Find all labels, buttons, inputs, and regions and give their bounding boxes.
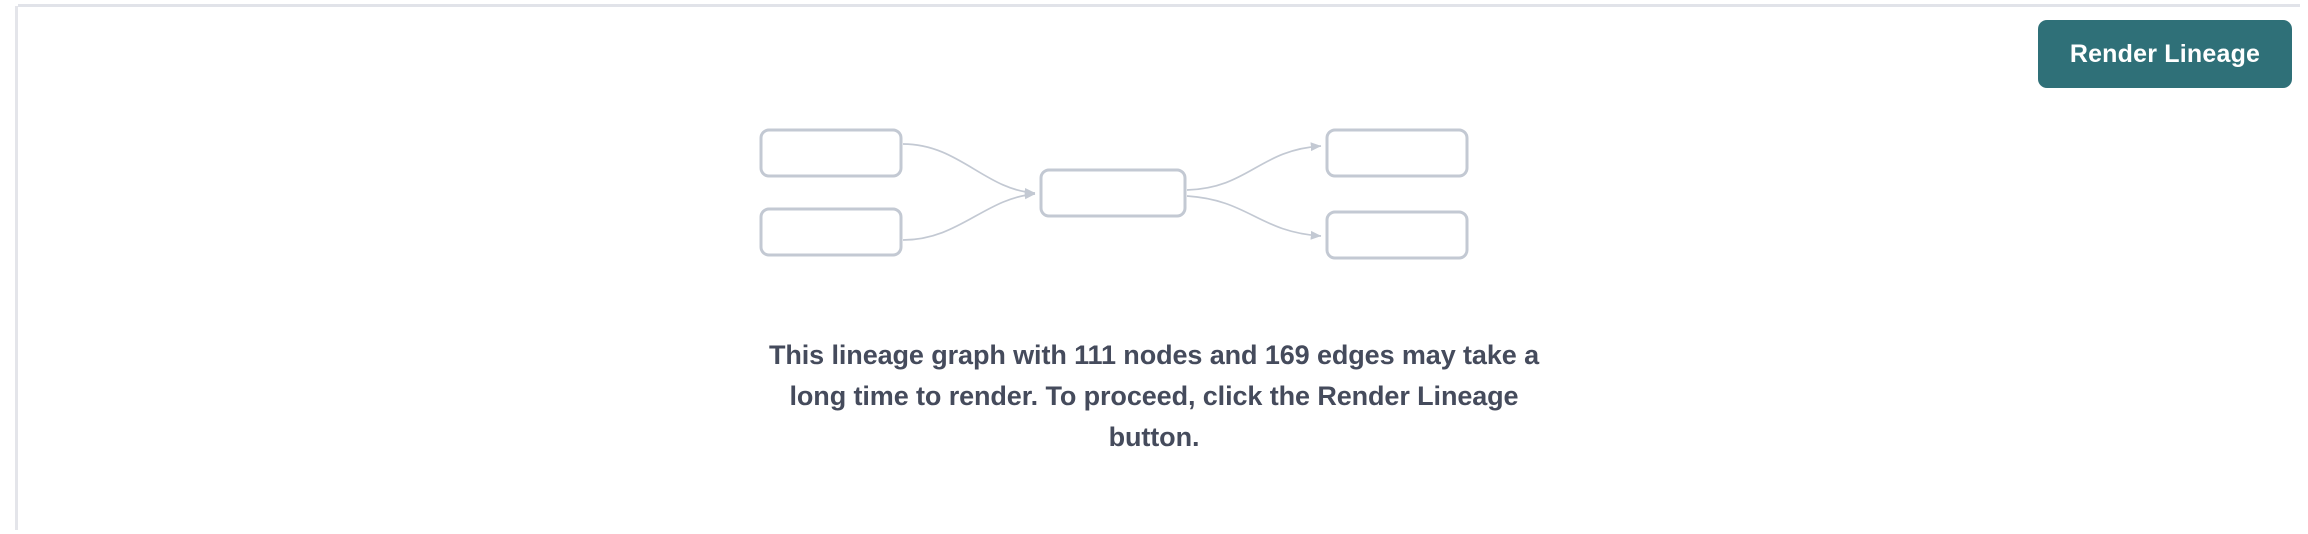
render-lineage-button[interactable]: Render Lineage xyxy=(2038,20,2292,88)
left-divider xyxy=(15,6,18,530)
graph-node-left-bottom xyxy=(759,207,903,257)
graph-node-right-bottom xyxy=(1325,210,1469,260)
graph-node-center xyxy=(1039,168,1187,218)
edge-left-bottom-to-center xyxy=(902,190,1036,241)
graph-nodes xyxy=(759,128,1469,260)
graph-node-right-top xyxy=(1325,128,1469,178)
render-lineage-button-label: Render Lineage xyxy=(2069,39,2261,68)
edge-center-to-right-bottom xyxy=(1186,195,1322,240)
lineage-graph-placeholder-illustration xyxy=(759,128,1469,260)
graph-node-left-top xyxy=(759,128,903,178)
lineage-warning-message: This lineage graph with 111 nodes and 16… xyxy=(769,340,1540,453)
top-divider xyxy=(18,4,2300,7)
graph-edges xyxy=(902,142,1322,241)
edge-center-to-right-top xyxy=(1186,142,1322,191)
edge-left-top-to-center xyxy=(902,143,1036,197)
